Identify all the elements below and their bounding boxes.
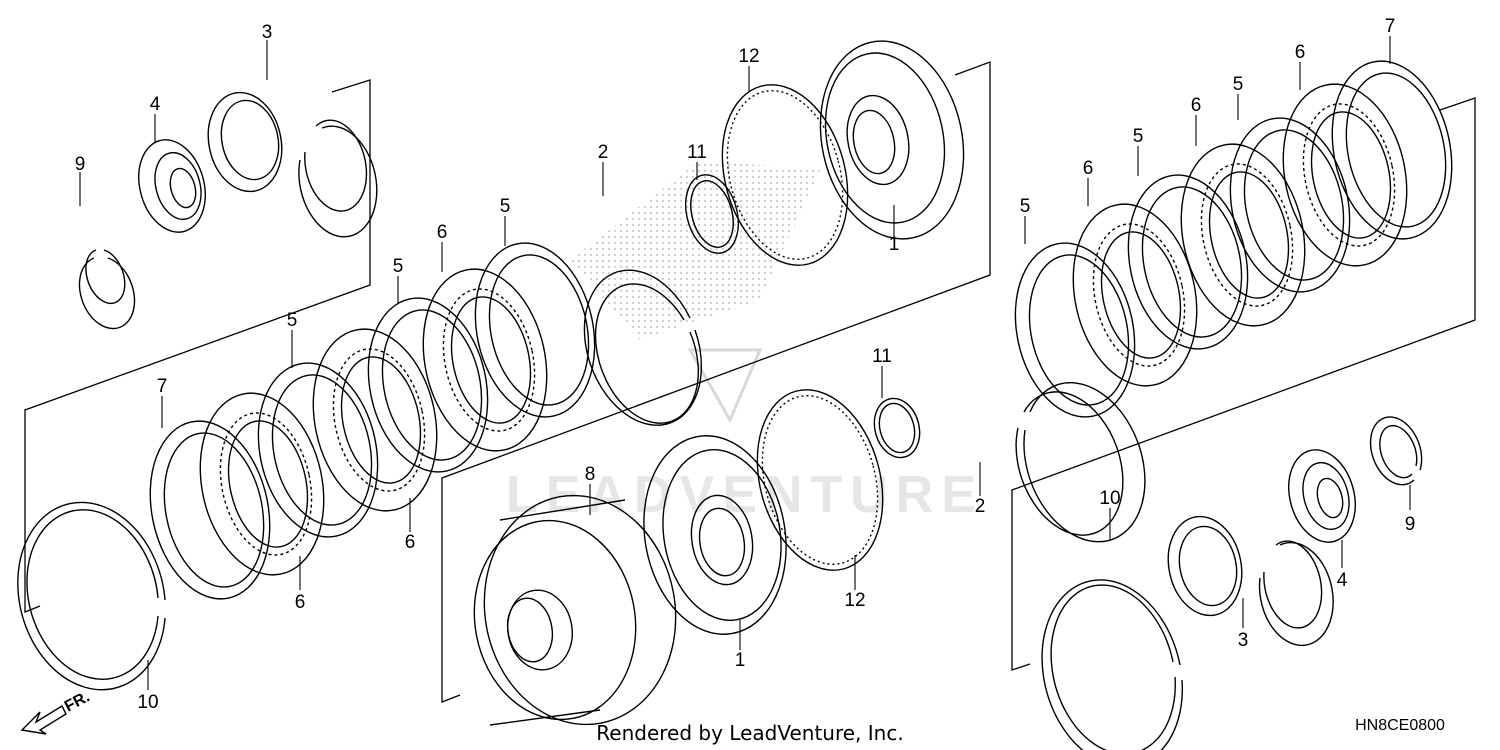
right-assembly-frame [1011, 97, 1476, 671]
end-plate-7-left [135, 410, 286, 610]
callout-3-left: 3 [262, 22, 273, 43]
snap-ring-2-top [584, 270, 701, 425]
left-assembly-frame [24, 79, 371, 613]
o-ring-11-top [677, 169, 746, 259]
callout-11-bottom: 11 [872, 346, 892, 367]
callout-5-d: 5 [1020, 196, 1031, 217]
callout-10-right: 10 [1099, 488, 1120, 509]
center-assembly-frame [441, 61, 991, 703]
callout-11-top: 11 [687, 142, 707, 163]
friction-disc-6-f [1267, 73, 1423, 278]
watermark-text: LEADVENTURE [506, 466, 984, 524]
clutch-plate-5-d [1000, 232, 1150, 428]
callout-6-c: 6 [437, 222, 448, 243]
callout-2-top: 2 [598, 142, 609, 163]
callout-5-b: 5 [393, 256, 404, 277]
piston-1-bottom [629, 424, 802, 645]
callout-12-bottom: 12 [844, 590, 865, 611]
callout-4-left: 4 [150, 94, 161, 115]
callout-labels: 3 4 9 7 5 6 5 6 6 5 10 2 11 12 1 8 1 12 … [75, 16, 1416, 713]
snap-ring-10-left [18, 502, 165, 689]
friction-disc-6-b [297, 318, 453, 523]
callout-5-f: 5 [1233, 74, 1244, 95]
callout-6-a: 6 [295, 592, 306, 613]
watermark-dotted-emblem [570, 160, 820, 340]
friction-disc-6-a [184, 382, 340, 587]
callout-6-f: 6 [1295, 42, 1306, 63]
friction-disc-6-c [407, 258, 563, 463]
callout-6-d: 6 [1083, 158, 1094, 179]
callout-4-right: 4 [1337, 570, 1348, 591]
end-plate-7-right [1317, 50, 1468, 250]
snap-ring-10-right [1042, 580, 1182, 750]
callout-6-b: 6 [405, 532, 416, 553]
seal-ring-3-left [199, 86, 376, 237]
leader-lines [79, 36, 1411, 690]
callout-6-e: 6 [1191, 95, 1202, 116]
seal-ring-3-right [1159, 510, 1333, 646]
clutch-plate-5-a [243, 352, 393, 548]
friction-disc-6-e [1165, 133, 1321, 338]
o-ring-11-bottom [868, 393, 926, 462]
callout-1-bottom: 1 [735, 650, 746, 671]
callout-5-c: 5 [500, 196, 511, 217]
callout-12-top: 12 [738, 46, 759, 67]
snap-ring-2-bottom [1016, 383, 1145, 542]
clutch-plate-5-b [353, 287, 503, 483]
piston-1-top [803, 28, 982, 253]
thrust-bearing-4-left [129, 132, 215, 239]
snap-ring-9-right [1371, 417, 1422, 485]
front-direction-indicator: FR. [20, 688, 93, 735]
watermark-v-mark [687, 348, 763, 424]
diagram-code: HN8CE0800 [1355, 717, 1445, 734]
clutch-drum-8 [459, 480, 694, 739]
assembly-frames [24, 61, 1476, 703]
callout-5-e: 5 [1133, 126, 1144, 147]
render-credit: Rendered by LeadVenture, Inc. [596, 721, 903, 745]
front-arrow-icon [20, 705, 67, 735]
o-ring-12-bottom [738, 376, 902, 585]
o-ring-12-top [703, 71, 867, 280]
callout-9-right: 9 [1405, 514, 1416, 535]
front-direction-label: FR. [62, 688, 93, 715]
clutch-plate-5-f [1215, 107, 1365, 303]
callout-7-left: 7 [157, 376, 168, 397]
friction-disc-6-d [1057, 193, 1213, 398]
callout-10-left: 10 [137, 692, 158, 713]
callout-9-left: 9 [75, 154, 86, 175]
clutch-plate-5-c [460, 232, 610, 428]
callout-2-bottom: 2 [975, 496, 986, 517]
watermark: LEADVENTURE [506, 160, 984, 524]
snap-ring-9-left [79, 250, 134, 329]
callout-8: 8 [585, 464, 596, 485]
callout-5-a: 5 [287, 310, 298, 331]
thrust-bearing-4-right [1279, 442, 1365, 549]
callout-3-right: 3 [1238, 630, 1249, 651]
callout-1-top: 1 [889, 234, 900, 255]
callout-7-right: 7 [1385, 16, 1396, 37]
